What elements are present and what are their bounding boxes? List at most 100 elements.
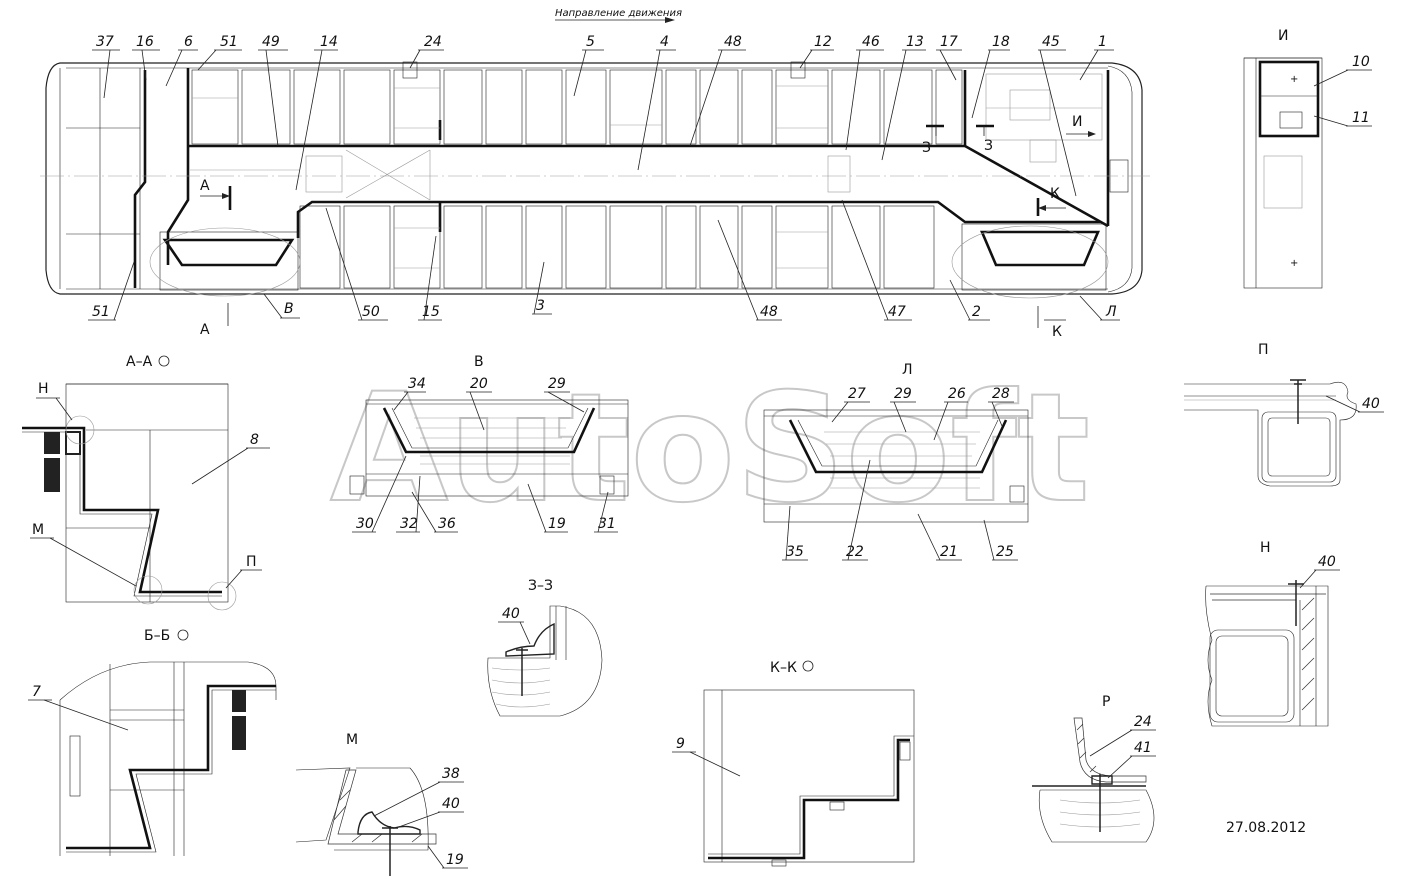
svg-text:34: 34 (408, 376, 426, 392)
svg-text:32: 32 (400, 516, 418, 532)
svg-text:13: 13 (906, 34, 924, 50)
svg-text:41: 41 (1134, 740, 1152, 756)
svg-text:31: 31 (598, 516, 616, 532)
svg-text:48: 48 (760, 304, 778, 320)
svg-text:М: М (346, 732, 358, 748)
section-z-marker: З З (922, 124, 994, 156)
svg-text:37: 37 (96, 34, 114, 50)
svg-text:6: 6 (184, 34, 193, 50)
svg-text:21: 21 (940, 544, 958, 560)
view-l: Л 27 29 26 28 35 22 21 25 (763, 362, 1029, 561)
svg-text:29: 29 (894, 386, 912, 402)
svg-text:П: П (246, 554, 257, 570)
view-i: И + + 10 11 (1243, 28, 1372, 289)
svg-text:51: 51 (92, 304, 110, 320)
svg-text:1: 1 (1098, 34, 1107, 50)
section-i-marker: И (1066, 114, 1096, 137)
direction-arrowhead (665, 17, 675, 23)
svg-text:16: 16 (136, 34, 154, 50)
view-v: В 34 20 29 30 32 36 19 31 (349, 354, 629, 533)
svg-text:18: 18 (992, 34, 1010, 50)
svg-text:К: К (1050, 186, 1060, 202)
svg-text:П: П (1258, 342, 1269, 358)
svg-text:8: 8 (250, 432, 259, 448)
svg-text:50: 50 (362, 304, 380, 320)
svg-text:35: 35 (786, 544, 804, 560)
svg-text:15: 15 (422, 304, 440, 320)
svg-text:20: 20 (470, 376, 488, 392)
svg-text:19: 19 (548, 516, 566, 532)
svg-text:27: 27 (848, 386, 866, 402)
svg-text:Л: Л (1105, 304, 1117, 320)
svg-text:В: В (284, 301, 294, 317)
svg-text:И: И (1072, 114, 1082, 130)
svg-text:51: 51 (220, 34, 238, 50)
section-k-marker: К К (1036, 186, 1066, 340)
svg-text:17: 17 (940, 34, 958, 50)
svg-text:45: 45 (1042, 34, 1060, 50)
svg-text:4: 4 (660, 34, 669, 50)
direction-label: Направление движения (555, 8, 682, 19)
svg-text:3: 3 (536, 298, 545, 314)
view-m: М 38 40 19 (295, 732, 468, 876)
view-zz: З–З 40 (487, 578, 603, 717)
svg-text:5: 5 (586, 34, 595, 50)
svg-text:49: 49 (262, 34, 280, 50)
svg-text:В: В (474, 354, 484, 370)
view-aa: А–А Н М П 8 (22, 354, 270, 611)
svg-text:2: 2 (972, 304, 981, 320)
svg-text:48: 48 (724, 34, 742, 50)
svg-text:З: З (922, 140, 931, 156)
svg-text:40: 40 (1318, 554, 1336, 570)
svg-text:7: 7 (32, 684, 41, 700)
svg-text:38: 38 (442, 766, 460, 782)
svg-text:К–К: К–К (770, 660, 797, 676)
svg-text:12: 12 (814, 34, 832, 50)
svg-text:30: 30 (356, 516, 374, 532)
svg-text:М: М (32, 522, 44, 538)
svg-text:10: 10 (1352, 54, 1370, 70)
view-p: П 40 (1184, 342, 1384, 487)
svg-text:40: 40 (502, 606, 520, 622)
svg-text:А: А (200, 178, 210, 194)
svg-text:9: 9 (676, 736, 685, 752)
svg-text:А: А (200, 322, 210, 338)
svg-text:Н: Н (1260, 540, 1271, 556)
bottom-callouts: 51 В 50 15 3 48 47 2 Л (88, 199, 1120, 321)
svg-text:А–А: А–А (126, 354, 153, 370)
view-r: Р 24 41 (1032, 694, 1156, 843)
view-bb: Б–Б 7 (28, 628, 277, 856)
svg-text:28: 28 (992, 386, 1010, 402)
svg-text:Н: Н (38, 381, 49, 397)
svg-text:З–З: З–З (528, 578, 553, 594)
svg-text:Б–Б: Б–Б (144, 628, 170, 644)
section-a-marker: А А (200, 178, 232, 338)
svg-text:46: 46 (862, 34, 880, 50)
svg-text:Л: Л (902, 362, 913, 378)
view-kk: К–К 9 (672, 660, 915, 867)
bus-floor-plan: Направление движения (40, 8, 1150, 340)
svg-text:26: 26 (948, 386, 966, 402)
svg-text:36: 36 (438, 516, 456, 532)
svg-text:+: + (1290, 258, 1298, 269)
top-callouts: 37 16 6 51 49 14 24 5 4 48 12 46 13 (92, 34, 1114, 197)
svg-text:К: К (1052, 324, 1062, 340)
svg-text:29: 29 (548, 376, 566, 392)
svg-text:Р: Р (1102, 694, 1110, 710)
svg-text:19: 19 (446, 852, 464, 868)
svg-text:З: З (984, 138, 993, 154)
svg-text:И: И (1278, 28, 1288, 44)
svg-text:24: 24 (1134, 714, 1152, 730)
view-n: Н 40 (1205, 540, 1340, 727)
svg-text:+: + (1290, 74, 1298, 85)
svg-text:40: 40 (442, 796, 460, 812)
svg-text:14: 14 (320, 34, 338, 50)
svg-text:47: 47 (888, 304, 906, 320)
svg-text:24: 24 (424, 34, 442, 50)
svg-text:40: 40 (1362, 396, 1380, 412)
drawing-date: 27.08.2012 (1226, 820, 1306, 836)
svg-text:25: 25 (996, 544, 1014, 560)
svg-text:11: 11 (1352, 110, 1370, 126)
watermark: AutoSoft (330, 362, 1090, 536)
